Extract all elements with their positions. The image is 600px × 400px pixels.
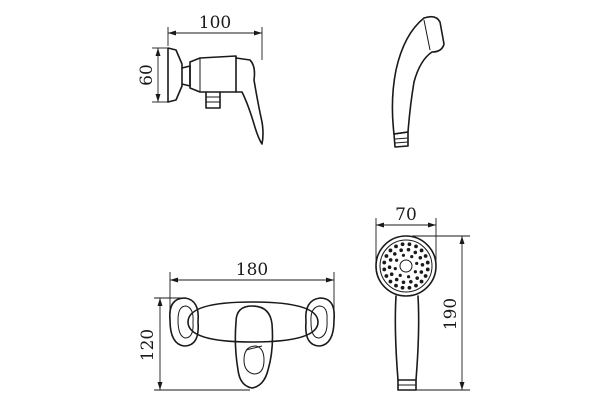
nozzle xyxy=(388,248,393,253)
arrowhead xyxy=(376,222,384,228)
right-flange xyxy=(304,297,336,347)
nozzle xyxy=(407,242,412,247)
shower-head-outer xyxy=(375,235,437,297)
bottom-outlet xyxy=(205,91,221,109)
nozzle xyxy=(382,260,387,265)
handshower-side-outline xyxy=(391,15,445,135)
arrowhead xyxy=(157,382,163,390)
arrowhead xyxy=(459,382,465,390)
connector-thread xyxy=(394,137,409,140)
arrowhead xyxy=(157,298,163,306)
nozzle xyxy=(409,279,413,284)
nozzle xyxy=(394,244,398,249)
nozzle xyxy=(406,247,411,252)
left-flange-inner xyxy=(177,305,194,339)
handshower-handle xyxy=(394,295,420,381)
nozzle xyxy=(400,285,405,290)
nozzle xyxy=(419,248,424,253)
nozzle xyxy=(413,250,418,255)
nozzle xyxy=(395,258,399,262)
dim-label-handshower-length: 190 xyxy=(441,298,461,330)
right-flange-inner xyxy=(310,305,328,339)
dim-label-mixer-side-height: 60 xyxy=(137,64,157,86)
nozzle xyxy=(384,274,389,278)
dim-label-mixer-front-height: 120 xyxy=(138,329,158,361)
nozzle xyxy=(401,280,406,285)
arrowhead xyxy=(254,30,262,36)
nozzle xyxy=(425,260,430,265)
handshower-side-view xyxy=(391,15,445,148)
nozzle xyxy=(407,285,412,290)
shower-head-center xyxy=(399,259,413,273)
nozzle xyxy=(384,254,389,258)
nozzle xyxy=(419,270,424,274)
nozzle xyxy=(423,274,428,278)
nozzle xyxy=(388,279,393,284)
nozzle xyxy=(406,275,411,279)
lever-front xyxy=(234,305,274,389)
arrowhead xyxy=(168,30,176,36)
lever-side xyxy=(235,57,264,145)
mixer-front-view: 180 120 xyxy=(138,260,336,391)
nozzle xyxy=(414,283,418,288)
nozzle xyxy=(415,276,420,280)
nozzle xyxy=(387,265,392,270)
nozzle xyxy=(420,263,425,267)
arrowhead xyxy=(170,277,178,283)
shower-nozzles xyxy=(382,242,430,290)
shower-head-rim xyxy=(379,239,433,293)
nozzle xyxy=(413,270,417,274)
nozzle xyxy=(394,277,399,282)
nozzle xyxy=(382,267,387,272)
nozzle xyxy=(415,261,419,266)
left-flange xyxy=(168,297,200,347)
nozzle xyxy=(398,273,402,277)
arrowhead xyxy=(155,94,161,102)
dim-label-mixer-front-width: 180 xyxy=(236,260,268,280)
connector-thread xyxy=(394,141,409,144)
nozzle xyxy=(401,253,406,257)
arrowhead xyxy=(459,236,465,244)
nozzle xyxy=(393,252,397,256)
nozzle xyxy=(418,255,423,260)
arrowhead xyxy=(155,48,161,56)
nozzle xyxy=(399,248,403,253)
arrowhead xyxy=(428,222,436,228)
mixer-body-front xyxy=(187,301,319,343)
nozzle xyxy=(389,272,394,277)
nozzle xyxy=(410,255,414,259)
mixer-body-side xyxy=(189,55,237,93)
dim-label-mixer-side-width: 100 xyxy=(199,13,231,33)
head-face-line xyxy=(423,19,431,51)
dim-label-handshower-width: 70 xyxy=(395,205,417,225)
nozzle xyxy=(425,267,430,272)
lever-inner xyxy=(243,345,265,375)
nozzle xyxy=(394,283,398,288)
nozzle xyxy=(423,254,428,258)
mixer-side-view: 100 60 xyxy=(137,13,264,145)
lever-detail xyxy=(245,345,263,351)
nozzle xyxy=(414,244,418,249)
flange-connector xyxy=(181,65,191,87)
handshower-front-view: 70 190 xyxy=(375,205,470,391)
nozzle xyxy=(419,279,424,284)
arrowhead xyxy=(326,277,334,283)
handshower-side-connector xyxy=(393,131,409,148)
nozzle xyxy=(393,266,397,271)
nozzle xyxy=(388,258,393,262)
nozzle xyxy=(400,242,405,247)
wall-flange xyxy=(167,47,183,103)
